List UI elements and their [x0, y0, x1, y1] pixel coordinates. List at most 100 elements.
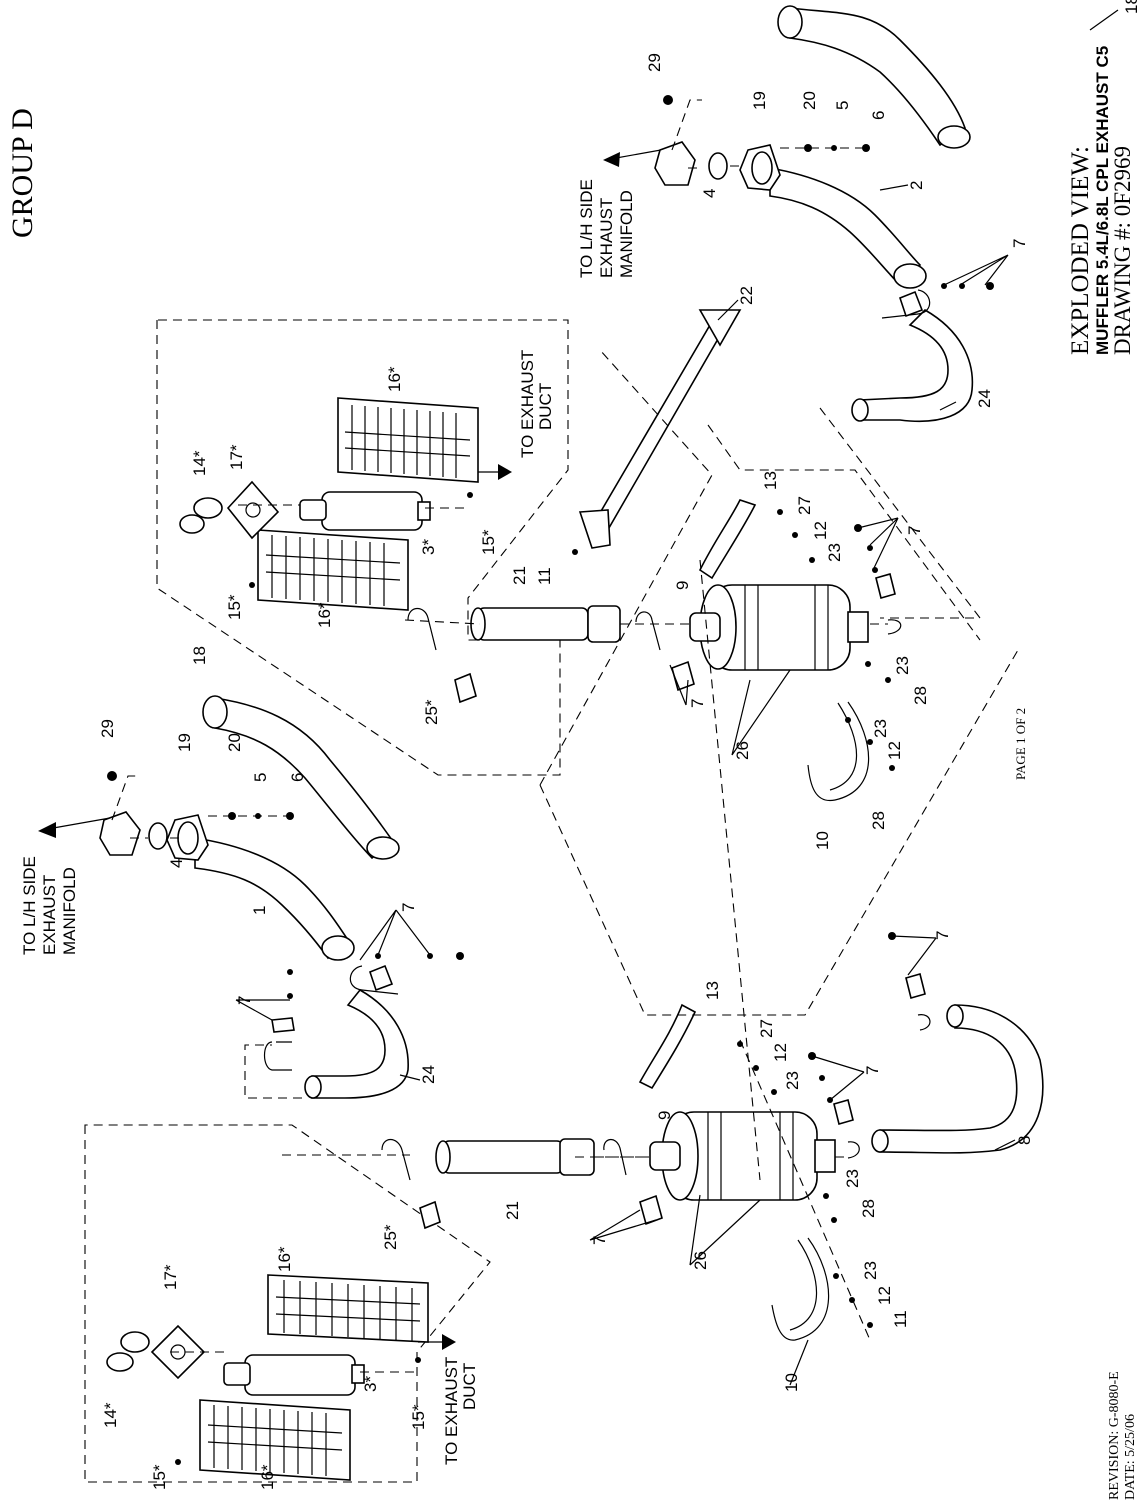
callout-24: 24: [419, 1065, 438, 1084]
callout-labels: 18 29 19 20 5 6 2 4 7 22 24 16* 14* 17* …: [98, 0, 1138, 1490]
callout-16s: 16*: [315, 602, 334, 628]
bracket-22: [578, 309, 742, 549]
callout-12: 12: [811, 521, 830, 540]
callout-23: 23: [871, 719, 890, 738]
callout-6: 6: [869, 111, 888, 120]
callout-20: 20: [225, 733, 244, 752]
callout-23: 23: [843, 1169, 862, 1188]
callout-23: 23: [893, 656, 912, 675]
callout-25s: 25*: [381, 1224, 400, 1250]
arrow-icon: [442, 1334, 456, 1350]
u-bolt-clamp-right-mid: [875, 573, 902, 635]
u-bolt-clamp-right-upper: [881, 289, 931, 319]
callout-10: 10: [813, 831, 832, 850]
manifold-annotation-left: TO L/H SIDE EXHAUST MANIFOLD: [20, 817, 111, 955]
callout-28: 28: [869, 811, 888, 830]
heat-shield-16-upper-left: [257, 529, 409, 611]
callout-12: 12: [875, 1286, 894, 1305]
callout-17s: 17*: [161, 1264, 180, 1290]
callout-3s: 3*: [419, 539, 438, 555]
callout-22: 22: [737, 286, 756, 305]
drawing-number: DRAWING #: 0F2969: [1110, 146, 1135, 355]
callout-15s: 15*: [225, 594, 244, 620]
callout-1: 1: [250, 906, 269, 915]
callout-7: 7: [399, 903, 418, 912]
gasket-4-left: [148, 822, 168, 850]
callout-24: 24: [975, 389, 994, 408]
callout-17s: 17*: [227, 444, 246, 470]
callout-7: 7: [863, 1066, 882, 1075]
flange-19-right: [739, 144, 781, 191]
tailpipe-18-left: [202, 695, 400, 860]
duct-label-lower-1: TO EXHAUST: [442, 1357, 461, 1465]
callout-13: 13: [703, 981, 722, 1000]
pipe-24-right: [851, 309, 974, 422]
arrow-icon: [603, 152, 620, 167]
callout-6: 6: [288, 773, 307, 782]
callout-18: 18: [190, 646, 209, 665]
callout-23: 23: [825, 543, 844, 562]
callout-5: 5: [251, 773, 270, 782]
callout-18: 18: [1122, 0, 1138, 14]
page-number: PAGE 1 OF 2: [1013, 708, 1028, 780]
u-bolt-clamp-25-upper: [407, 607, 477, 704]
strap-10-lower: [771, 1237, 830, 1341]
manifold-flange-left: [99, 811, 141, 856]
callout-23: 23: [783, 1071, 802, 1090]
svg-text:TO L/H SIDE: TO L/H SIDE: [20, 856, 39, 955]
heat-shield-16-upper-right: [337, 397, 479, 483]
callout-7: 7: [590, 1236, 609, 1245]
assembly-paths: [111, 99, 1019, 1373]
duct-label-upper-2: DUCT: [536, 383, 555, 430]
flange-19-left: [166, 814, 209, 861]
callout-16s: 16*: [258, 1464, 277, 1490]
callout-4: 4: [700, 189, 719, 198]
manifold-annotation-right: TO L/H SIDE EXHAUST MANIFOLD: [577, 147, 673, 278]
callout-29: 29: [98, 719, 117, 738]
duct-label-lower-2: DUCT: [460, 1363, 479, 1410]
clamp-14-lower: [106, 1331, 150, 1372]
u-bolt-clamp-muffler-lower: [603, 1139, 663, 1226]
muffler-3-lower: [223, 1354, 365, 1396]
revision: REVISION: G-8080-E: [1107, 1371, 1122, 1500]
view-subtitle: MUFFLER 5.4L/6.8L CPL EXHAUST C5: [1093, 46, 1112, 355]
callout-15s: 15*: [150, 1464, 169, 1490]
callout-29: 29: [645, 53, 664, 72]
svg-text:EXHAUST: EXHAUST: [40, 875, 59, 955]
callout-23: 23: [861, 1261, 880, 1280]
callout-14s: 14*: [101, 1402, 120, 1428]
callout-12: 12: [771, 1043, 790, 1062]
leader-lines: [235, 9, 1119, 1386]
callout-28: 28: [859, 1199, 878, 1218]
callout-8: 8: [1015, 1136, 1034, 1145]
svg-text:EXHAUST: EXHAUST: [597, 198, 616, 278]
manifold-flange-right: [654, 141, 696, 186]
callout-5: 5: [833, 101, 852, 110]
pipe-8: [871, 1004, 1044, 1154]
callout-26: 26: [733, 741, 752, 760]
tailpipe-18-right: [777, 5, 971, 149]
strap-13-upper: [698, 499, 757, 580]
duct-label-upper-1: TO EXHAUST: [518, 350, 537, 458]
pipe-21-upper: [470, 605, 621, 643]
callout-19: 19: [175, 733, 194, 752]
muffler-9-lower: [649, 1111, 836, 1201]
muffler-9-upper: [689, 584, 869, 671]
u-bolt-clamp-right-lower: [833, 973, 931, 1159]
callout-26: 26: [691, 1251, 710, 1270]
heat-shield-16-lower-left: [199, 1399, 351, 1481]
callout-20: 20: [800, 91, 819, 110]
pipe-2: [769, 167, 927, 289]
callout-27: 27: [795, 496, 814, 515]
callout-7: 7: [933, 931, 952, 940]
svg-text:MANIFOLD: MANIFOLD: [617, 190, 636, 278]
callout-2: 2: [907, 181, 926, 190]
callout-16s: 16*: [385, 366, 404, 392]
callout-16s: 16*: [275, 1246, 294, 1272]
callout-7: 7: [1010, 239, 1029, 248]
svg-text:TO L/H SIDE: TO L/H SIDE: [577, 179, 596, 278]
callout-19: 19: [750, 91, 769, 110]
arrow-icon: [38, 822, 56, 838]
callout-7: 7: [905, 526, 924, 535]
svg-text:MANIFOLD: MANIFOLD: [60, 867, 79, 955]
